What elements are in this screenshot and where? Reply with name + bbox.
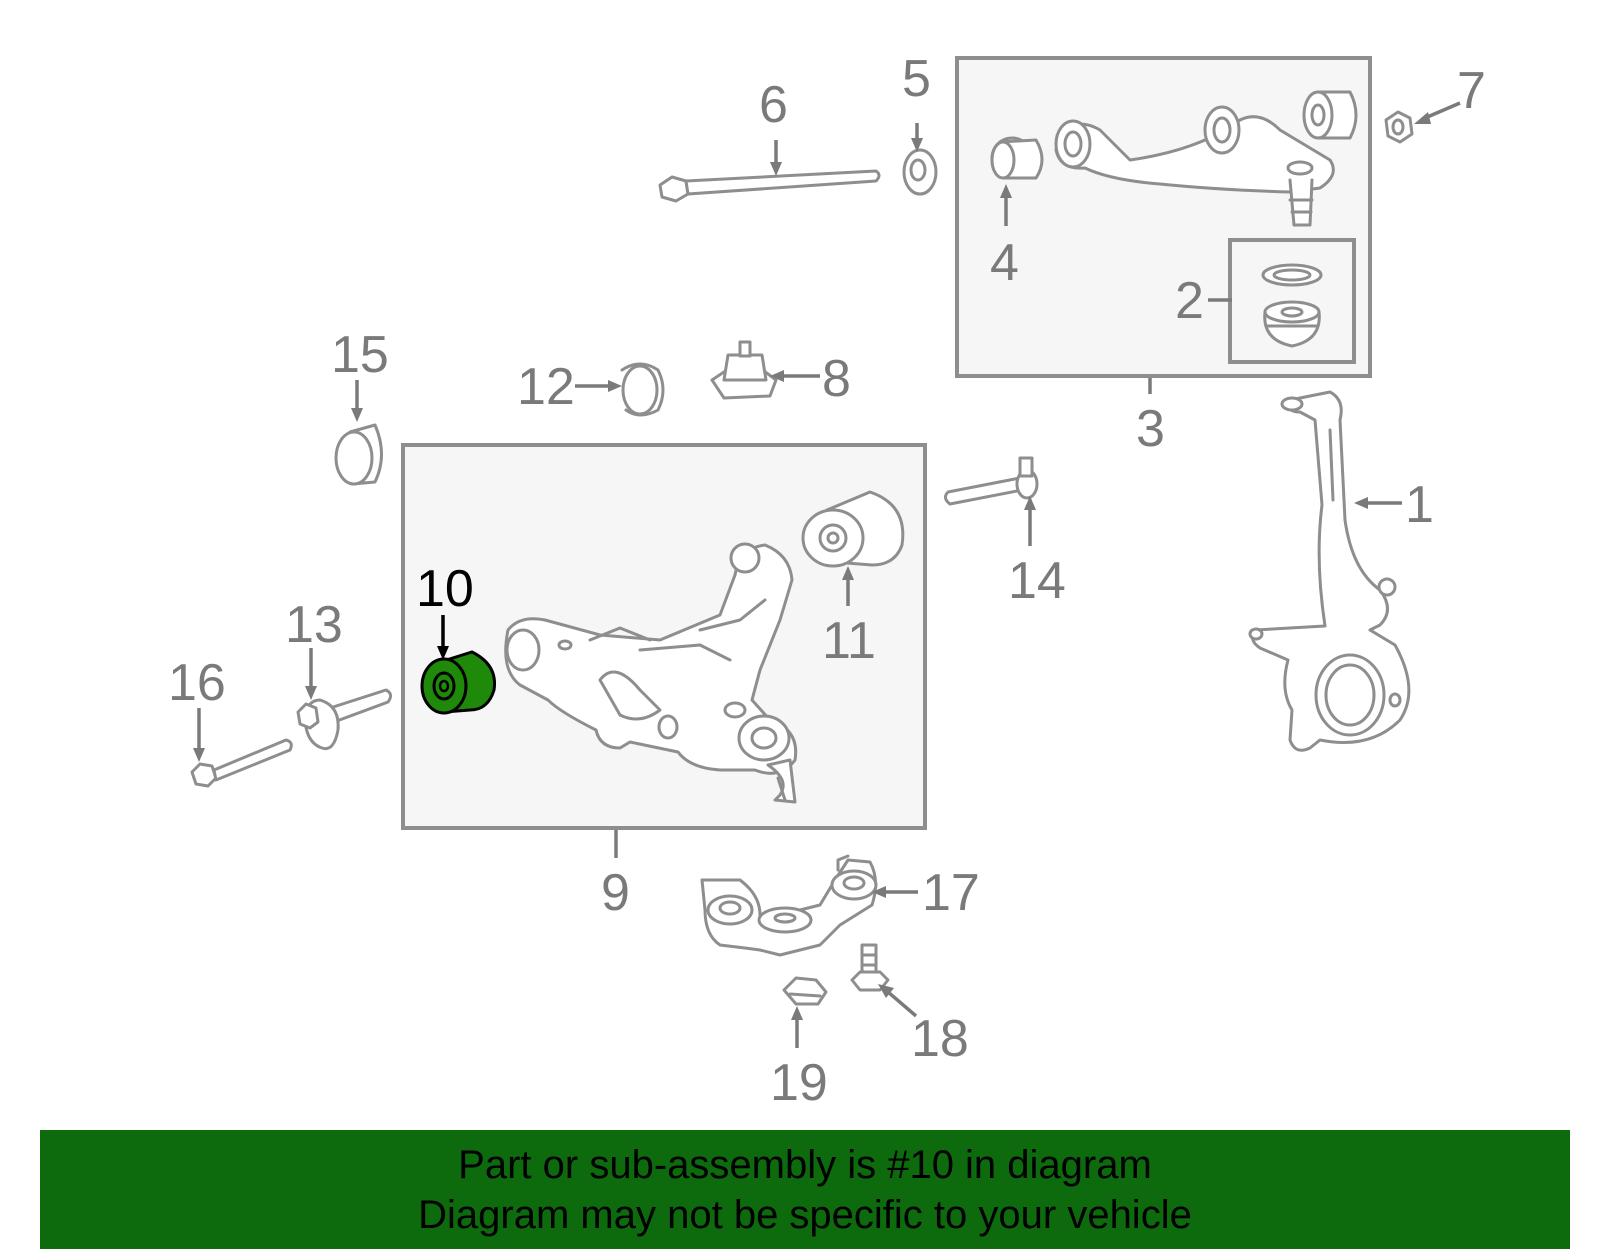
- callout-11: 11: [822, 612, 876, 670]
- callout-15: 15: [331, 326, 389, 384]
- steering-knuckle-part-1: [1248, 390, 1411, 752]
- callout-8: 8: [822, 350, 851, 408]
- washer-part-5: [902, 148, 938, 196]
- callout-5: 5: [902, 50, 931, 108]
- upper-control-arm: [990, 105, 1335, 227]
- callout-3: 3: [1136, 400, 1165, 458]
- callout-2: 2: [1175, 272, 1204, 330]
- ball-joint-part-8: [710, 340, 778, 400]
- nut-part-7: [1384, 110, 1414, 144]
- bolt-part-16: [190, 738, 293, 788]
- callout-18: 18: [911, 1010, 969, 1068]
- callout-13: 13: [285, 596, 343, 654]
- callout-1: 1: [1405, 476, 1434, 534]
- callout-14: 14: [1008, 552, 1066, 610]
- footer-vehicle-disclaimer: Diagram may not be specific to your vehi…: [418, 1193, 1192, 1237]
- callout-10-highlighted: 10: [416, 560, 474, 618]
- bolt-part-14: [943, 456, 1039, 506]
- bushing-part-11: [801, 490, 905, 568]
- boot-part-2: [1261, 263, 1323, 348]
- bushing-part-10-highlighted: [420, 650, 497, 715]
- upper-bushing-right: [1302, 90, 1358, 140]
- bushing-part-12: [620, 362, 665, 417]
- callout-16: 16: [168, 654, 226, 712]
- footer-banner: Part or sub-assembly is #10 in diagram D…: [40, 1130, 1570, 1249]
- nut-part-19: [782, 976, 828, 1006]
- leader-line-part-10: [437, 615, 449, 660]
- lower-control-arm: [504, 542, 798, 804]
- callout-6: 6: [759, 76, 788, 134]
- callout-19: 19: [770, 1054, 828, 1112]
- callout-9: 9: [601, 864, 630, 922]
- bracket-part-17: [700, 854, 878, 957]
- callout-7: 7: [1457, 62, 1486, 120]
- callout-17: 17: [922, 864, 980, 922]
- footer-part-notice: Part or sub-assembly is #10 in diagram: [458, 1143, 1152, 1187]
- callout-4: 4: [990, 234, 1019, 292]
- bolt-part-6: [658, 169, 881, 203]
- bolt-part-18: [850, 943, 890, 992]
- bolt-part-13: [296, 688, 393, 751]
- bushing-part-15: [334, 423, 383, 486]
- callout-12: 12: [517, 358, 575, 416]
- leader-lines: [193, 101, 1461, 1048]
